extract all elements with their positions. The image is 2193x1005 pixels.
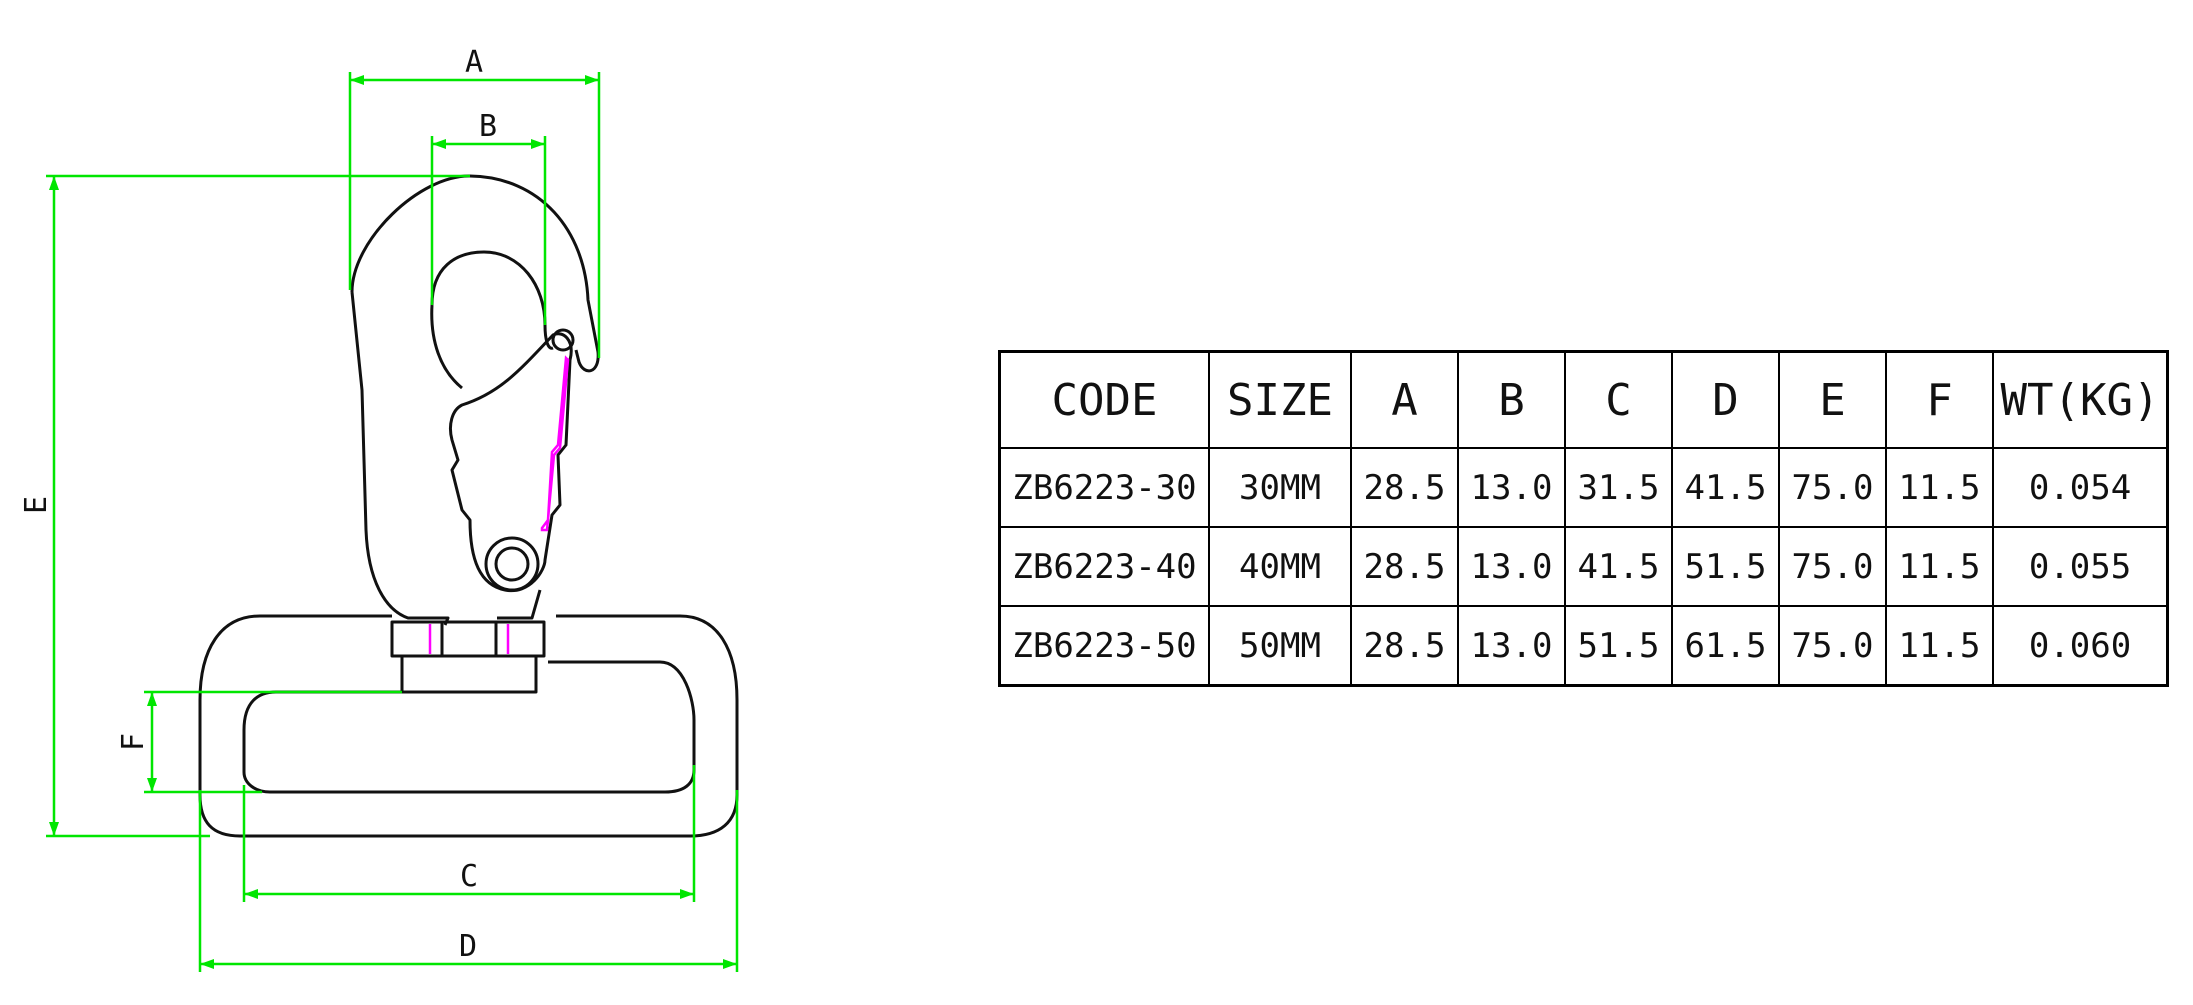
dimension-lines <box>46 72 739 972</box>
cell-e: 75.0 <box>1778 447 1887 528</box>
arrow-b-left <box>432 139 446 149</box>
cell-d: 51.5 <box>1671 526 1780 607</box>
loop-outer <box>198 614 739 838</box>
table-row: ZB6223-50 50MM 28.5 13.0 51.5 61.5 75.0 … <box>998 605 2169 687</box>
cell-b: 13.0 <box>1457 605 1566 687</box>
swivel-neck <box>408 589 542 626</box>
cell-e: 75.0 <box>1778 605 1887 687</box>
cell-c: 51.5 <box>1564 605 1673 687</box>
col-header-c: C <box>1564 350 1673 449</box>
arrow-f-top <box>147 692 157 706</box>
table-row: ZB6223-30 30MM 28.5 13.0 31.5 41.5 75.0 … <box>998 447 2169 528</box>
cell-d: 41.5 <box>1671 447 1780 528</box>
col-header-size: SIZE <box>1208 350 1352 449</box>
rivet-outer <box>484 536 540 592</box>
cell-e: 75.0 <box>1778 526 1887 607</box>
dimension-labels: A B C D E F <box>19 45 497 964</box>
cell-code: ZB6223-40 <box>998 526 1210 607</box>
dim-label-a: A <box>465 45 483 80</box>
cell-weight: 0.054 <box>1992 447 2169 528</box>
col-header-f: F <box>1885 350 1994 449</box>
col-header-d: D <box>1671 350 1780 449</box>
cell-weight: 0.060 <box>1992 605 2169 687</box>
cell-a: 28.5 <box>1350 605 1459 687</box>
col-header-a: A <box>1350 350 1459 449</box>
cell-size: 40MM <box>1208 526 1352 607</box>
cell-weight: 0.055 <box>1992 526 2169 607</box>
spec-table: CODE SIZE A B C D E F WT(KG) ZB6223-30 3… <box>998 350 2169 687</box>
cell-c: 41.5 <box>1564 526 1673 607</box>
rivet-inner <box>494 546 530 582</box>
arrow-a-left <box>350 75 364 85</box>
loop-inner <box>242 660 696 794</box>
col-header-e: E <box>1778 350 1887 449</box>
latch-spring-accent <box>540 355 570 532</box>
arrow-e-top <box>49 176 59 190</box>
arrow-d-right <box>723 959 737 969</box>
cell-f: 11.5 <box>1885 447 1994 528</box>
latch-gate <box>448 332 573 593</box>
latch-pivot <box>551 328 575 352</box>
arrow-e-bottom <box>49 822 59 836</box>
swivel-collar <box>390 620 546 658</box>
snap-hook-technical-drawing: A B C D E F <box>19 45 739 972</box>
hook-outer-contour <box>350 174 600 373</box>
col-header-b: B <box>1457 350 1566 449</box>
hook-back-spine <box>350 291 420 620</box>
table-row: ZB6223-40 40MM 28.5 13.0 41.5 51.5 75.0 … <box>998 526 2169 607</box>
dim-label-f: F <box>116 733 151 751</box>
cell-b: 13.0 <box>1457 447 1566 528</box>
cell-f: 11.5 <box>1885 605 1994 687</box>
dim-label-e: E <box>19 496 54 514</box>
snap-hook-outline <box>198 174 739 838</box>
cell-code: ZB6223-30 <box>998 447 1210 528</box>
arrow-c-right <box>680 889 694 899</box>
cell-f: 11.5 <box>1885 526 1994 607</box>
arrow-b-right <box>531 139 545 149</box>
cell-d: 61.5 <box>1671 605 1780 687</box>
arrow-c-left <box>244 889 258 899</box>
table-header-row: CODE SIZE A B C D E F WT(KG) <box>998 350 2169 449</box>
cell-a: 28.5 <box>1350 526 1459 607</box>
col-header-code: CODE <box>998 350 1210 449</box>
arrow-f-bottom <box>147 778 157 792</box>
dim-label-c: C <box>460 859 478 894</box>
arrow-d-left <box>200 959 214 969</box>
cell-code: ZB6223-50 <box>998 605 1210 687</box>
col-header-weight: WT(KG) <box>1992 350 2169 449</box>
hook-inner-cavity <box>430 250 554 390</box>
cell-size: 30MM <box>1208 447 1352 528</box>
dim-label-d: D <box>459 929 477 964</box>
cell-c: 31.5 <box>1564 447 1673 528</box>
arrow-a-right <box>585 75 599 85</box>
cell-a: 28.5 <box>1350 447 1459 528</box>
swivel-block <box>400 654 538 694</box>
accent-lines <box>428 355 570 654</box>
cell-size: 50MM <box>1208 605 1352 687</box>
cell-b: 13.0 <box>1457 526 1566 607</box>
dimension-arrowheads <box>49 75 737 969</box>
dim-label-b: B <box>479 109 497 144</box>
